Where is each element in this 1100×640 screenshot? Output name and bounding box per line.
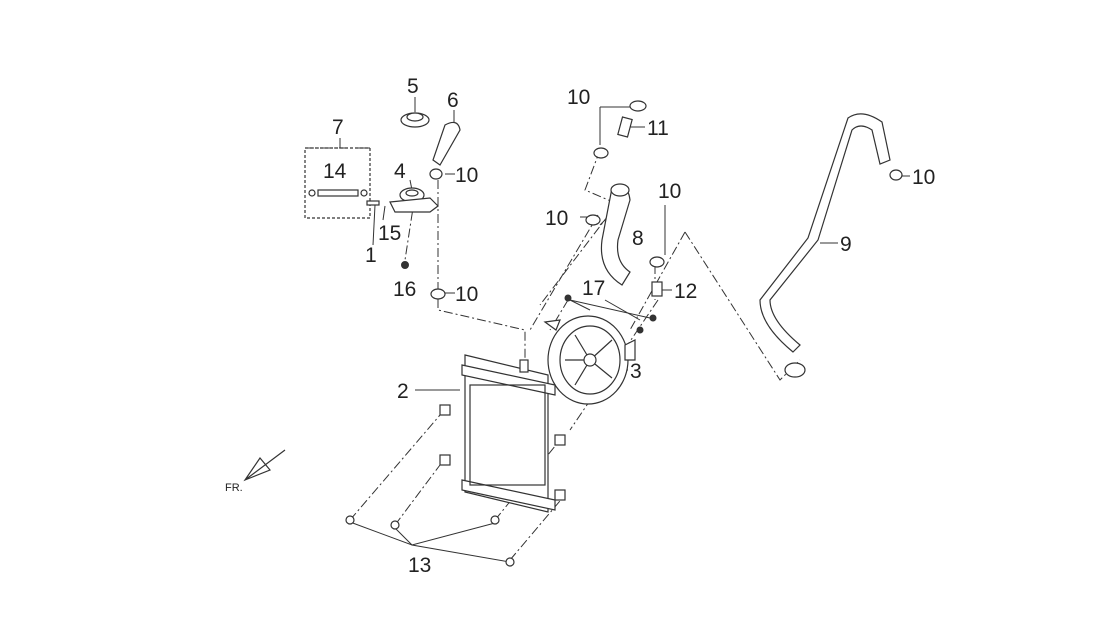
long-coolant-hose bbox=[759, 113, 891, 378]
callout-7: 7 bbox=[332, 116, 344, 139]
callout-10-f: 10 bbox=[912, 166, 935, 189]
overflow-hose bbox=[429, 121, 461, 180]
callouts: 5 6 7 14 4 10 15 1 16 10 10 11 10 8 10 1… bbox=[225, 75, 935, 577]
callout-12: 12 bbox=[674, 280, 697, 303]
callout-10-b: 10 bbox=[455, 283, 478, 306]
callout-5: 5 bbox=[407, 75, 419, 98]
callout-13: 13 bbox=[408, 554, 431, 577]
callout-3: 3 bbox=[630, 360, 642, 383]
temperature-sensor bbox=[651, 281, 663, 297]
mounting-nuts bbox=[345, 515, 515, 567]
callout-8: 8 bbox=[632, 227, 644, 250]
callout-10-c: 10 bbox=[567, 86, 590, 109]
callout-6: 6 bbox=[447, 89, 459, 112]
short-pipe bbox=[617, 116, 633, 138]
hose-clamps bbox=[430, 100, 903, 300]
callout-10-e: 10 bbox=[658, 180, 681, 203]
callout-1: 1 bbox=[365, 244, 377, 267]
leader-lines bbox=[339, 97, 910, 563]
callout-15: 15 bbox=[378, 222, 401, 245]
callout-10-a: 10 bbox=[455, 164, 478, 187]
callout-2: 2 bbox=[397, 380, 409, 403]
filler-neck bbox=[366, 187, 439, 213]
callout-11: 11 bbox=[647, 117, 669, 140]
radiator bbox=[439, 354, 566, 513]
filler-cap bbox=[400, 112, 430, 128]
fan-bolts bbox=[564, 294, 657, 334]
front-direction-arrow bbox=[243, 449, 286, 482]
callout-17: 17 bbox=[582, 277, 605, 300]
callout-4: 4 bbox=[394, 160, 406, 183]
part-7-box bbox=[304, 147, 371, 219]
cooling-fan bbox=[543, 315, 636, 405]
screw bbox=[401, 261, 409, 269]
callout-10-d: 10 bbox=[545, 207, 568, 230]
radiator-hose bbox=[600, 183, 631, 286]
front-direction-label: FR. bbox=[225, 482, 243, 494]
callout-9: 9 bbox=[840, 233, 852, 256]
callout-16: 16 bbox=[393, 278, 416, 301]
callout-14: 14 bbox=[323, 160, 347, 183]
